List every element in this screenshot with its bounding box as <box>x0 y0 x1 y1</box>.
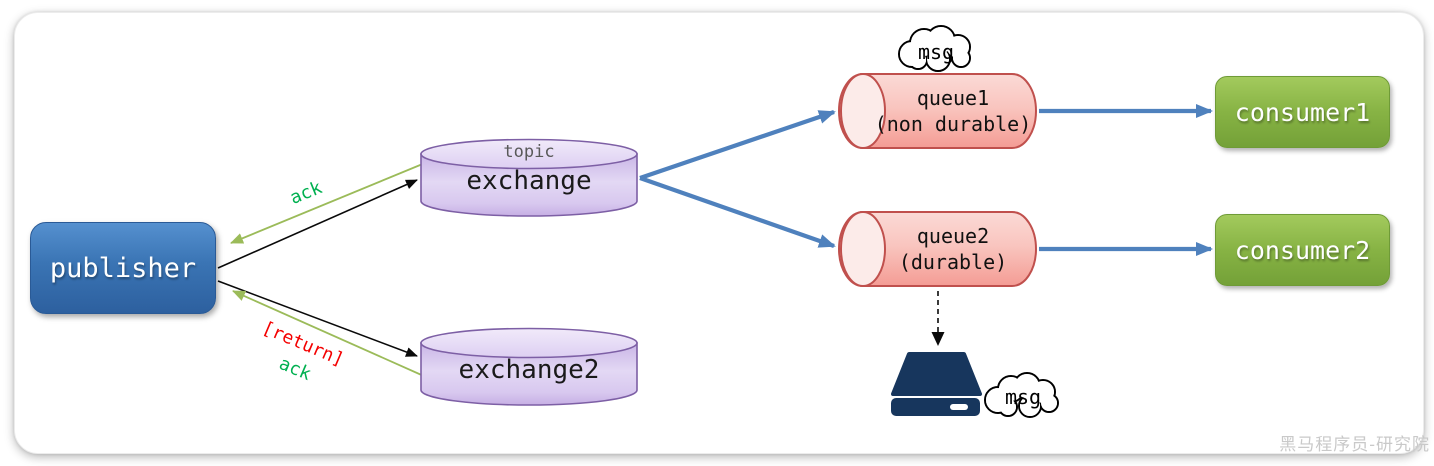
publisher-node: publisher <box>30 222 216 314</box>
exchange-node: topic exchange <box>420 138 638 218</box>
consumer1-label: consumer1 <box>1234 97 1371 127</box>
consumer2-node: consumer2 <box>1215 214 1390 286</box>
exchange-cylinder-shape <box>420 138 638 217</box>
exchange2-node: exchange2 <box>420 327 638 407</box>
queue1-name: queue1 <box>916 86 990 110</box>
exchange2-label: exchange2 <box>458 355 600 385</box>
consumer1-node: consumer1 <box>1215 76 1390 148</box>
queue1-shape <box>838 73 1037 149</box>
exchange-label: exchange <box>466 166 592 196</box>
publisher-label: publisher <box>49 252 197 284</box>
exchange-type-label: topic <box>503 142 555 162</box>
watermark-text: 黑马程序员-研究院 <box>1279 435 1430 455</box>
queue1-durability: (non durable) <box>874 112 1032 136</box>
diagram-card-background <box>14 12 1424 454</box>
queue2-node: queue2 (durable) <box>838 210 1038 288</box>
queue2-durability: (durable) <box>898 250 1008 274</box>
queue2-shape <box>838 211 1037 287</box>
queue1-node: queue1 (non durable) <box>838 72 1038 150</box>
queue2-name: queue2 <box>916 224 990 248</box>
consumer2-label: consumer2 <box>1234 235 1371 265</box>
exchange2-cylinder-shape <box>420 327 638 406</box>
